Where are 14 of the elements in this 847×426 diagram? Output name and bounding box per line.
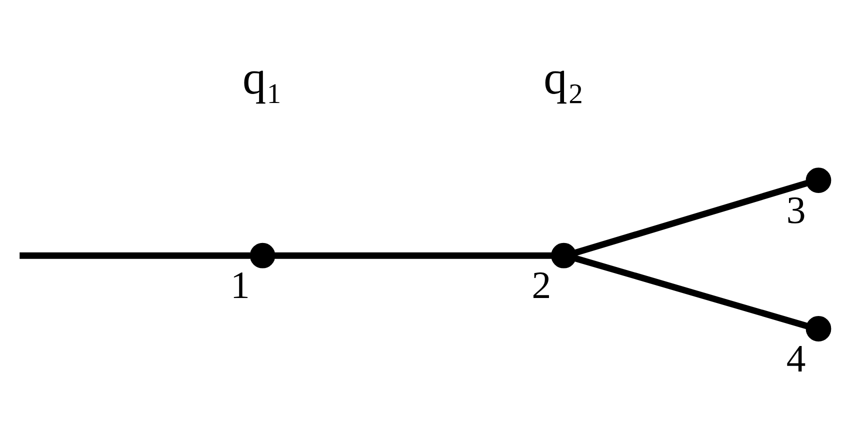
- node-circle: [805, 168, 831, 193]
- connector: [574, 180, 808, 256]
- label: q₂: [543, 52, 584, 104]
- connector: [274, 252, 552, 259]
- connector: [19, 252, 250, 259]
- label: q₁: [242, 52, 282, 104]
- node-circle: [550, 242, 576, 268]
- connector: [574, 255, 808, 330]
- node-circle: [249, 242, 275, 268]
- node-label: 3: [786, 188, 806, 232]
- node-label: 1: [230, 264, 250, 308]
- node-label: 2: [531, 264, 551, 308]
- node-circle: [805, 316, 831, 342]
- node-label: 4: [786, 337, 806, 380]
